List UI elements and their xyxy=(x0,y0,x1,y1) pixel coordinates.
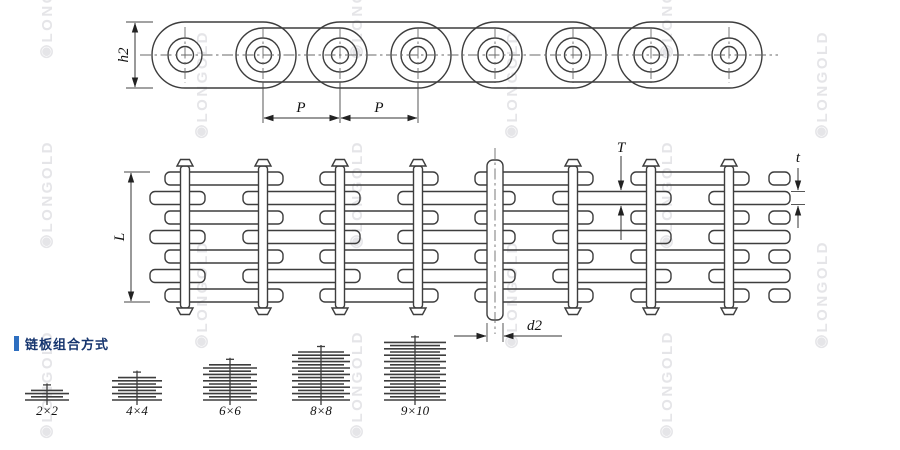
plan-view-dimensions: L T t d2 xyxy=(112,140,805,342)
lacing-label-6x6: 6×6 xyxy=(219,403,241,418)
chain-plan-view: L T t d2 xyxy=(112,140,805,342)
dim-label-t-lower: t xyxy=(796,150,801,166)
pin-head-top xyxy=(330,158,350,167)
outer-link-plate xyxy=(151,21,297,89)
pin-head-top xyxy=(641,158,661,167)
plan-plate xyxy=(397,229,516,245)
plan-plate xyxy=(164,249,284,264)
pin-head-top xyxy=(253,158,273,167)
plan-plate xyxy=(149,229,206,245)
plan-plate xyxy=(149,190,206,206)
plan-pin xyxy=(179,165,191,309)
plan-plate xyxy=(149,268,206,284)
lacing-diagram-6x6 xyxy=(203,357,257,405)
dim-label-t-upper: T xyxy=(617,140,627,156)
dim-label-h2: h2 xyxy=(116,47,132,63)
plan-plate xyxy=(242,229,361,245)
plan-plate xyxy=(474,171,594,186)
plan-pin xyxy=(257,165,269,309)
plan-pin xyxy=(567,165,579,309)
plan-plate xyxy=(319,249,439,264)
pin-head-bottom xyxy=(641,307,661,316)
plan-plate xyxy=(630,249,750,264)
pin-head-top xyxy=(408,158,428,167)
pin-head-bottom xyxy=(719,307,739,316)
plan-plate xyxy=(319,288,439,303)
plan-plate xyxy=(552,268,672,284)
pin-head-bottom xyxy=(408,307,428,316)
plan-plate xyxy=(164,210,284,225)
plan-plate xyxy=(164,288,284,303)
pin-head-bottom xyxy=(563,307,583,316)
plan-plate xyxy=(768,288,791,303)
lacing-diagram-9x10 xyxy=(384,335,446,405)
plan-plate xyxy=(552,229,672,245)
plan-plate xyxy=(242,190,361,206)
lacing-label-4x4: 4×4 xyxy=(126,403,148,418)
dim-label-l: L xyxy=(112,233,128,242)
pin-head-top xyxy=(719,158,739,167)
plan-plate xyxy=(319,171,439,186)
plan-plate xyxy=(708,229,791,245)
lacing-diagram-2x2 xyxy=(25,383,69,405)
section-accent-bar xyxy=(14,336,19,351)
lacing-label-9x10: 9×10 xyxy=(401,403,430,418)
plan-plate xyxy=(319,210,439,225)
pin-head-bottom xyxy=(330,307,350,316)
dim-label-p1: P xyxy=(295,100,305,116)
lacing-label-2x2: 2×2 xyxy=(36,403,58,418)
lacing-diagram-8x8 xyxy=(292,345,350,405)
plan-pin xyxy=(412,165,424,309)
plan-plate xyxy=(474,288,594,303)
lacing-label-8x8: 8×8 xyxy=(310,403,332,418)
plan-plate xyxy=(708,190,791,206)
plan-plate xyxy=(397,268,516,284)
side-view-centerlines xyxy=(140,27,778,123)
lacing-diagram-4x4 xyxy=(112,370,162,405)
plan-view-pins xyxy=(175,158,739,321)
plan-pin xyxy=(645,165,657,309)
plan-plate xyxy=(768,249,791,264)
chain-side-view: h2 P P xyxy=(116,21,778,123)
plan-plate xyxy=(768,210,791,225)
plan-plate xyxy=(474,249,594,264)
pin-head-bottom xyxy=(175,307,195,316)
plan-plate xyxy=(164,171,284,186)
plan-plate xyxy=(630,171,750,186)
plan-plate xyxy=(708,268,791,284)
side-view-dimensions: h2 P P xyxy=(116,21,418,122)
plan-plate xyxy=(242,268,361,284)
plan-pin xyxy=(334,165,346,309)
section-title: 链板组合方式 xyxy=(25,337,110,352)
dim-label-d2: d2 xyxy=(527,318,543,334)
plan-view-plates xyxy=(149,171,791,303)
plan-pin xyxy=(723,165,735,309)
plate-lacing-diagrams: 2×2 4×4 6×6 8×8 9×10 xyxy=(25,335,446,418)
pin-head-top xyxy=(563,158,583,167)
plan-plate xyxy=(630,288,750,303)
dim-label-p2: P xyxy=(373,100,383,116)
plan-plate xyxy=(768,171,791,186)
plan-plate xyxy=(630,210,750,225)
plan-plate xyxy=(552,190,672,206)
section-label: 链板组合方式 xyxy=(14,334,109,353)
pin-head-bottom xyxy=(253,307,273,316)
plan-plate xyxy=(474,210,594,225)
plan-plate xyxy=(397,190,516,206)
pin-head-top xyxy=(175,158,195,167)
